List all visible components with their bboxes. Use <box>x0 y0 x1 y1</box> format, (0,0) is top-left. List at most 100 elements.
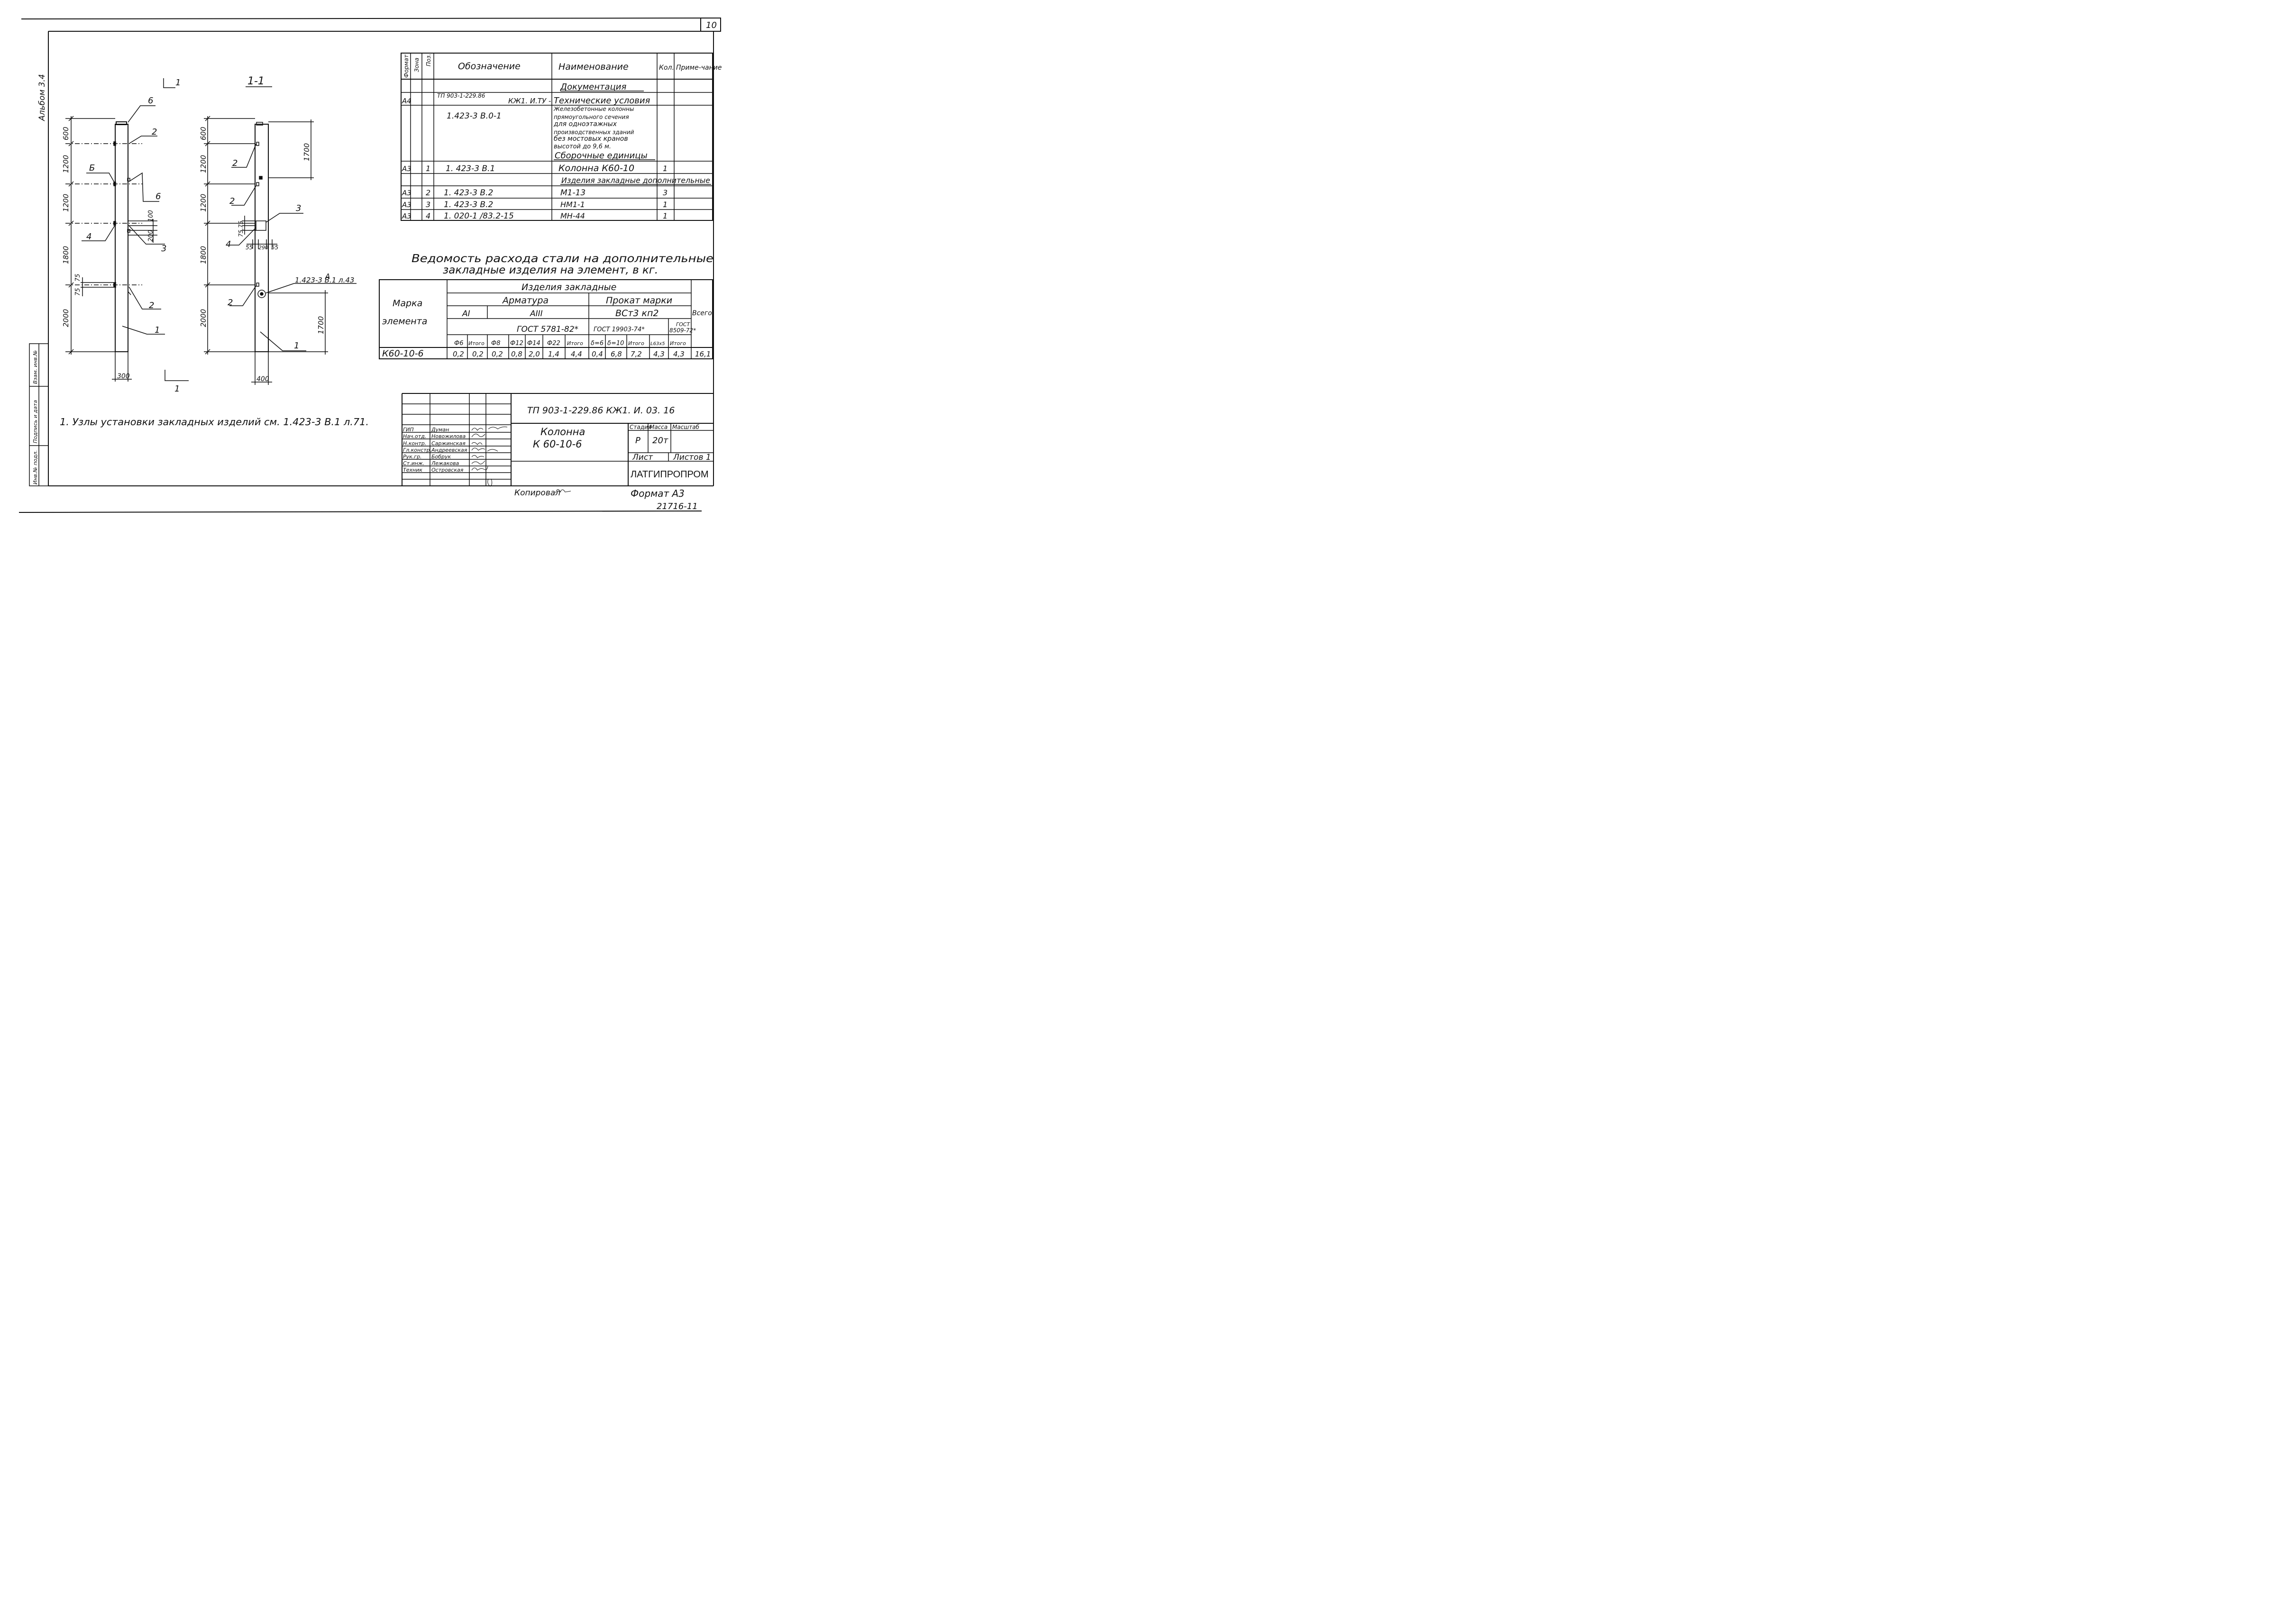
left-dim-200: 200 <box>147 230 155 242</box>
inventory-number: 21716-11 <box>657 502 698 511</box>
stamp-code: ТП 903-1-229.86 КЖ1. И. 03. 16 <box>527 405 675 416</box>
right-label-2b: 2 <box>229 196 235 206</box>
steel-col-8: δ=6 <box>591 340 604 347</box>
left-label-3: 3 <box>161 244 166 254</box>
spec-series-name-5: без мостовых кранов <box>554 135 628 143</box>
name-5: Бобрук <box>431 454 451 460</box>
spec-doc-name: Технические условия <box>554 96 650 106</box>
steel-row-mark: К60-10-6 <box>382 348 424 359</box>
left-label-1: 1 <box>155 325 160 335</box>
stamp-title-1: Колонна <box>540 426 585 438</box>
role-6: Ст.инж. <box>403 460 424 466</box>
steel-col-1: Ф6 <box>454 340 463 347</box>
left-dim-75b: 75 <box>74 288 82 296</box>
steel-val-total: 16,1 <box>695 350 711 358</box>
spec-embed3-format: А3 <box>402 212 412 220</box>
spec-embed2-name: НМ1-1 <box>560 200 585 209</box>
side-sign-date: Подпись и дата <box>32 400 38 443</box>
steel-h-gost3-1: ГОСТ <box>676 321 690 328</box>
steel-columns: Ф6 Итого Ф8 Ф12 Ф14 Ф22 Итого δ=6 δ=10 И… <box>454 340 686 347</box>
spec-h-designation: Обозначение <box>458 61 521 72</box>
steel-val-9: 6,8 <box>611 350 622 358</box>
steel-h-total: Всего <box>692 310 712 317</box>
spec-h-pos: Поз. <box>425 54 432 66</box>
spec-embed1-pos: 2 <box>426 188 430 197</box>
steel-val-5: 2,0 <box>529 350 540 358</box>
spec-h-note: Приме-чание <box>676 64 722 72</box>
right-dim-1800: 1800 <box>199 246 208 264</box>
steel-h-gost1: ГОСТ 5781-82* <box>517 325 578 334</box>
steel-row: К60-10-6 0,2 0,2 0,2 0,8 2,0 1,4 4,4 0,4… <box>382 348 711 359</box>
section-marker-top: 1 <box>175 78 181 88</box>
spec-section-units: Сборочные единицы <box>555 151 648 161</box>
side-inv-podl: Инв.№ подл. <box>32 450 38 484</box>
steel-title-2: закладные изделия на элемент, в кг. <box>443 264 658 276</box>
steel-val-12: 4,3 <box>673 350 685 358</box>
spec-col-pos: 1 <box>426 164 430 173</box>
stamp-roles: ГИП Нач.отд. Н.контр. Гл.констр. Рук.гр.… <box>403 427 467 473</box>
spec-col-qty: 1 <box>663 164 668 173</box>
steel-h-gost2: ГОСТ 19903-74* <box>594 326 645 333</box>
sheet-frame <box>18 18 721 513</box>
side-vzam-inv: Взам. инв.№ <box>32 350 38 384</box>
steel-col-2: Итого <box>468 340 485 347</box>
role-5: Рук.гр. <box>403 454 422 460</box>
steel-val-1: 0,2 <box>453 350 464 358</box>
stamp-mass-h: Масса <box>649 424 668 430</box>
spec-col-name: Колонна К60-10 <box>558 163 634 173</box>
stamp-title-2: К 60-10-6 <box>533 438 582 450</box>
sheet-number: 10 <box>706 20 717 30</box>
spec-embed1-name: М1-13 <box>560 188 585 198</box>
node-letter: А <box>325 272 330 281</box>
spec-col-format: А3 <box>402 164 412 173</box>
spec-embed3-qty: 1 <box>663 211 668 220</box>
steel-col-3: Ф8 <box>491 340 500 347</box>
right-label-2c: 2 <box>228 298 233 308</box>
right-dim-7575: 75,75 <box>238 221 244 237</box>
steel-val-10: 7,2 <box>631 350 642 358</box>
spec-headers: Формат Зона Поз. Обозначение Наименовани… <box>402 54 722 221</box>
role-4: Гл.констр. <box>403 447 431 453</box>
role-3: Н.контр. <box>403 440 426 447</box>
left-label-6-mid: 6 <box>156 192 161 201</box>
right-dim-55b: 55 <box>271 244 278 251</box>
right-label-4: 4 <box>226 239 231 249</box>
spec-series-name-4: производственных зданий <box>554 129 634 136</box>
left-label-2-top: 2 <box>152 127 157 137</box>
right-dim-2000: 2000 <box>199 309 208 327</box>
spec-h-qty: Кол. <box>659 64 674 72</box>
stamp-stage: Р <box>635 436 640 446</box>
steel-val-2: 0,2 <box>472 350 484 358</box>
role-7: Техник <box>403 467 422 473</box>
steel-col-4: Ф12 <box>510 340 523 347</box>
spec-doc-designation: ТП 903-1-229.86 <box>437 92 485 99</box>
left-label-2-bot: 2 <box>149 301 154 310</box>
role-1: ГИП <box>403 427 414 433</box>
stamp-sheet-h: Лист <box>632 453 653 462</box>
left-label-4: 4 <box>86 232 91 242</box>
signatures <box>471 427 508 487</box>
left-dim-75a: 75 <box>74 274 82 282</box>
spec-embed2-qty: 1 <box>663 200 668 209</box>
steel-col-9: δ=10 <box>607 340 624 347</box>
spec-h-zone: Зона <box>413 58 420 72</box>
note-text: 1. Узлы установки закладных изделий см. … <box>60 416 369 428</box>
right-dim-1700-top: 1700 <box>302 143 311 161</box>
side-stamp <box>29 343 49 486</box>
spec-series-name-3: для одноэтажных <box>553 120 617 128</box>
drawing-sheet: 10 Инв.№ подл. Подпись и дата Взам. инв.… <box>18 18 722 513</box>
left-elevation <box>65 78 189 382</box>
copied-signature <box>555 489 571 493</box>
spec-series-name-6: высотой до 9,6 м. <box>554 143 611 150</box>
stamp-sheets-h: Листов 1 <box>673 453 711 462</box>
steel-col-12: Итого <box>670 340 686 347</box>
spec-series-designation: 1.423-3 В.0-1 <box>447 111 502 121</box>
stamp-org: ЛАТГИПРОПРОМ <box>631 469 709 480</box>
left-dim-100: 100 <box>147 210 155 222</box>
steel-col-11: L63х5 <box>650 341 665 347</box>
right-dim-1200a: 1200 <box>199 155 208 173</box>
steel-h-gost3-2: 8509-72* <box>669 327 696 334</box>
spec-embed1-format: А3 <box>402 189 412 197</box>
steel-col-10: Итого <box>628 340 644 347</box>
spec-section-embed: Изделия закладные дополнительные <box>561 176 710 185</box>
